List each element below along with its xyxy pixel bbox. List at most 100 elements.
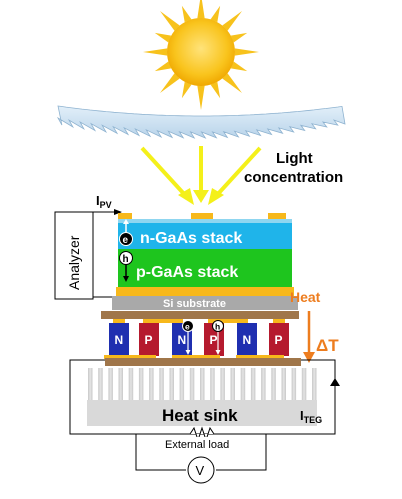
light-ray-right (215, 146, 262, 197)
concentrated-light-rays (140, 146, 262, 205)
bottom-ceramic-plate (105, 358, 301, 366)
sun-ray (210, 81, 221, 99)
electron-icon (119, 232, 133, 246)
p-type-leg (269, 323, 289, 356)
hole-icon (119, 251, 133, 265)
heat-sink-fin (200, 368, 205, 402)
heat-flow-arrow-head (303, 352, 315, 363)
light-ray-right-head (208, 188, 224, 205)
heat-sink-fin (98, 368, 103, 402)
i-teg-label: ITEG (300, 408, 322, 425)
n-leg-label: N (243, 333, 252, 347)
teg-electron-label: e (185, 322, 190, 332)
heat-sink-fin (291, 368, 297, 402)
p-gaas-stack (118, 249, 292, 287)
back-contact (116, 287, 294, 296)
light-concentration-label-line1: Light (276, 150, 313, 167)
sun-ray (234, 48, 259, 56)
heat-sink: Heat sink (87, 368, 317, 426)
teg-current-arrow (330, 378, 340, 386)
heat-sink-fin (250, 368, 256, 402)
heat-sink-fin (179, 368, 185, 402)
sun-ray (197, 85, 205, 110)
sun-ray (159, 73, 180, 94)
sun-ray (222, 73, 243, 94)
n-leg-label: N (178, 333, 187, 347)
analyzer-label: Analyzer (66, 235, 82, 290)
teg-hole-icon (212, 320, 224, 332)
bottom-connector (104, 355, 156, 359)
p-leg-label: P (145, 333, 153, 347)
top-contact-finger (268, 213, 286, 219)
heat-sink-fin (128, 368, 134, 402)
heat-sink-fin (108, 368, 113, 402)
p-leg-label: P (275, 333, 283, 347)
sun-rays (143, 0, 259, 110)
teg-electron-icon (182, 320, 194, 332)
voltmeter-icon (187, 456, 215, 484)
sun-ray (143, 48, 168, 56)
top-contact-finger (118, 213, 132, 219)
sun-ray (159, 10, 180, 31)
bottom-connector (172, 355, 220, 359)
heat-sink-fin (149, 368, 154, 402)
sun-ray (154, 61, 172, 72)
heat-sink-fin (261, 368, 266, 402)
teg-hole-label: h (215, 322, 220, 332)
concentrator-lens (56, 105, 346, 139)
p-type-leg (139, 323, 159, 356)
delta-t-label: ΔT (316, 336, 339, 355)
n-leg-label: N (115, 333, 124, 347)
heat-sink-fin (312, 368, 317, 402)
heat-sink-fin (301, 368, 307, 402)
sun-disc (167, 18, 235, 86)
heat-sink-fin (240, 368, 246, 402)
light-ray-left (140, 146, 187, 197)
heat-sink-fin (138, 368, 144, 402)
heat-sink-fin (281, 368, 286, 402)
sun-ray (181, 81, 192, 99)
si-substrate (112, 296, 298, 310)
p-gaas-stack-label: p-GaAs stack (136, 264, 238, 281)
n-gaas-stack-label: n-GaAs stack (140, 230, 242, 247)
sun-ray (154, 32, 172, 43)
external-load-resistor-icon (189, 426, 215, 442)
heat-sink-fins (88, 368, 317, 402)
window-layer (118, 219, 292, 223)
heat-sink-fin (159, 368, 164, 402)
light-ray-left-head (178, 188, 194, 205)
sun-ray (197, 0, 205, 19)
heat-sink-fin (230, 368, 235, 402)
voltmeter-label: V (196, 463, 205, 478)
teg-external-circuit: ITEG External load V (69, 359, 340, 484)
pv-cell-stack: n-GaAs stack p-GaAs stack e h Si substra… (112, 213, 298, 310)
heat-sink-fin (189, 368, 195, 402)
sun-ray (181, 5, 192, 23)
heat-sink-fin (118, 368, 123, 402)
sun-icon (143, 0, 259, 110)
n-type-leg (109, 323, 129, 356)
top-ceramic-plate (101, 311, 299, 319)
pv-current-arrow (114, 209, 122, 215)
heat-sink-fin (210, 368, 215, 402)
heat-sink-base (87, 400, 317, 426)
light-ray-center-head (193, 190, 209, 203)
external-load-label: External load (165, 439, 229, 451)
top-contact-finger (191, 213, 213, 219)
heat-sink-fin (271, 368, 276, 402)
heat-sink-label: Heat sink (162, 406, 238, 425)
p-leg-label: P (210, 333, 218, 347)
i-pv-label: IPV (96, 193, 112, 210)
heat-label: Heat (290, 289, 321, 305)
n-gaas-stack (118, 223, 292, 249)
sun-ray (210, 5, 221, 23)
sun-ray (230, 61, 248, 72)
sun-ray (222, 10, 243, 31)
analyzer-box (54, 211, 94, 300)
hole-label: h (123, 254, 129, 265)
heat-sink-fin (88, 368, 93, 402)
heat-sink-fin (220, 368, 225, 402)
light-concentration-label-line2: concentration (244, 169, 343, 186)
